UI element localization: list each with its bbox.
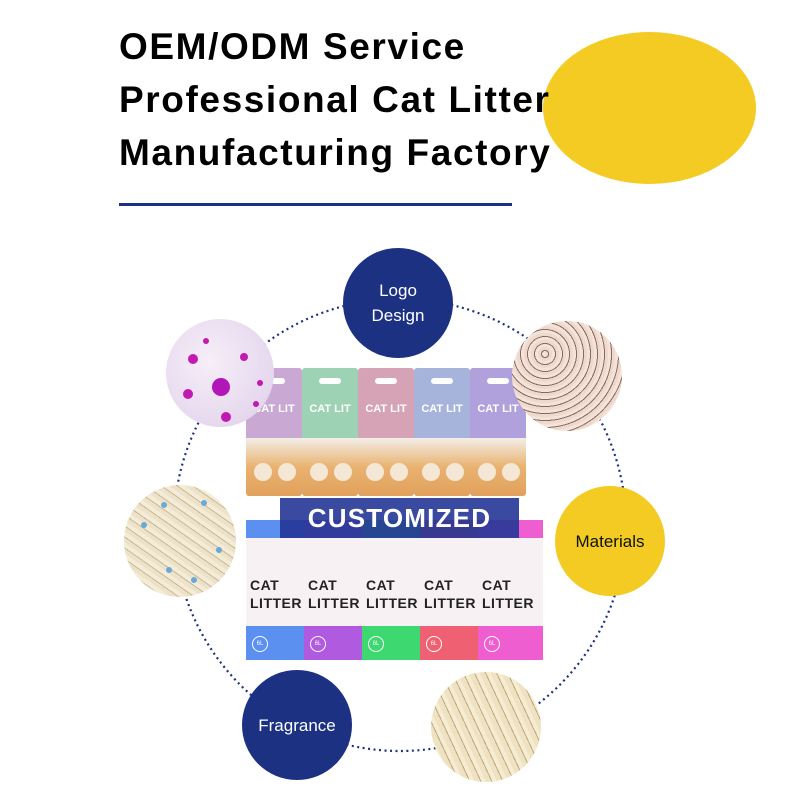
- feature-logo-line1: Logo: [379, 281, 417, 300]
- crystal-litter-photo: [166, 319, 274, 427]
- headline-underline: [119, 203, 512, 206]
- top-bag: CAT LIT: [414, 368, 470, 496]
- headline-line-1: OEM/ODM Service: [119, 26, 466, 67]
- bag-bottom: 6L: [246, 626, 311, 660]
- kitten-face: [254, 463, 272, 481]
- bag-label: CAT LIT: [309, 403, 351, 415]
- kitten-face: [310, 463, 328, 481]
- bag-label: CAT LIT: [421, 403, 463, 415]
- bag-size: 6L: [252, 636, 268, 652]
- headline-line-3: Manufacturing Factory: [119, 132, 552, 173]
- bag-handle: [375, 378, 397, 384]
- headline-line-2: Professional Cat Litter: [119, 79, 551, 120]
- bag-handle: [487, 378, 509, 384]
- kitten-image: [470, 438, 526, 496]
- top-bag: CAT LIT: [358, 368, 414, 496]
- kitten-face: [502, 463, 520, 481]
- bag-label: CAT LIT: [365, 403, 407, 415]
- bag-header: CAT LIT: [358, 368, 414, 438]
- feature-fragrance: Fragrance: [242, 670, 352, 780]
- kitten-face: [478, 463, 496, 481]
- kitten-face: [446, 463, 464, 481]
- bag-bottom: 6L: [304, 626, 369, 660]
- feature-materials-label: Materials: [575, 531, 645, 551]
- mixed-litter-photo: [512, 321, 622, 431]
- bag-handle: [431, 378, 453, 384]
- bag-handle: [263, 378, 285, 384]
- feature-fragrance-label: Fragrance: [258, 715, 336, 735]
- pine-litter-photo: [431, 672, 541, 782]
- kitten-face: [366, 463, 384, 481]
- bag-header: CAT LIT: [302, 368, 358, 438]
- bag-size: 6L: [368, 636, 384, 652]
- bag-label: CAT LIT: [253, 403, 295, 415]
- bag-size: 6L: [426, 636, 442, 652]
- customized-banner: CUSTOMIZED: [280, 498, 519, 538]
- bag-size: 6L: [484, 636, 500, 652]
- top-bag: CAT LIT: [470, 368, 526, 496]
- bag-bottom: 6L: [362, 626, 427, 660]
- bag-header: CAT LIT: [414, 368, 470, 438]
- top-bag: CAT LIT: [302, 368, 358, 496]
- kitten-image: [302, 438, 358, 496]
- bag-bottom: 6L: [478, 626, 543, 660]
- tofu-litter-texture: [141, 500, 222, 583]
- decorative-yellow-ellipse: [543, 32, 756, 184]
- kitten-image: [246, 438, 302, 496]
- kitten-face: [334, 463, 352, 481]
- kitten-face: [390, 463, 408, 481]
- bag-label: CAT LIT: [477, 403, 519, 415]
- crystal-litter-texture: [183, 338, 263, 422]
- kitten-face: [422, 463, 440, 481]
- bag-size: 6L: [310, 636, 326, 652]
- feature-materials: Materials: [555, 486, 665, 596]
- kitten-image: [358, 438, 414, 496]
- feature-logo-design: Logo Design: [343, 248, 453, 358]
- kitten-image: [414, 438, 470, 496]
- bag-handle: [319, 378, 341, 384]
- tofu-litter-photo: [124, 485, 236, 597]
- page-headline: OEM/ODM Service Professional Cat Litter …: [119, 20, 551, 179]
- feature-logo-line2: Design: [371, 306, 425, 325]
- bag-bottom: 6L: [420, 626, 485, 660]
- kitten-face: [278, 463, 296, 481]
